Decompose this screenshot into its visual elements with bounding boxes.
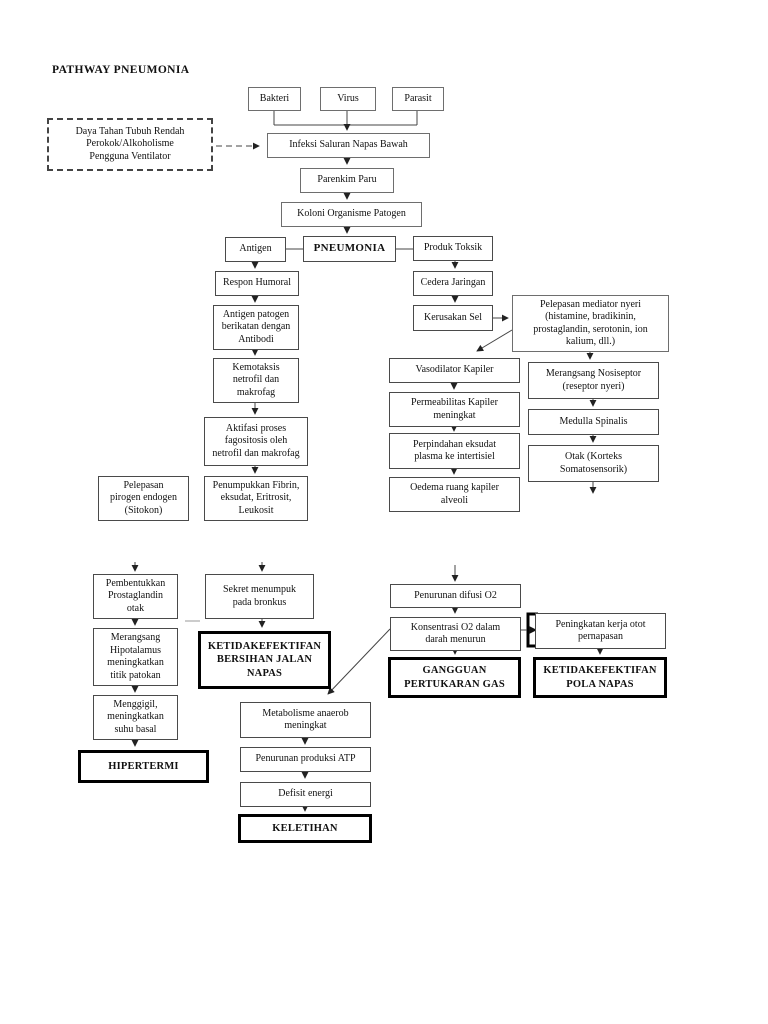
node-nosiseptor: Merangsang Nosiseptor (reseptor nyeri) bbox=[528, 362, 659, 399]
node-pneumonia: PNEUMONIA bbox=[303, 236, 396, 262]
node-diagnosis-keletihan: KELETIHAN bbox=[238, 814, 372, 843]
node-pelepasan-pirogen: Pelepasan pirogen endogen (Sitokon) bbox=[98, 476, 189, 521]
node-respon-humoral: Respon Humoral bbox=[215, 271, 299, 296]
node-metabolisme-anaerob: Metabolisme anaerob meningkat bbox=[240, 702, 371, 738]
node-bakteri: Bakteri bbox=[248, 87, 301, 111]
node-diagnosis-bersihan-jalan-napas: KETIDAKEFEKTIFAN BERSIHAN JALAN NAPAS bbox=[198, 631, 331, 689]
node-diagnosis-pola-napas: KETIDAKEFEKTIFAN POLA NAPAS bbox=[533, 657, 667, 698]
node-konsentrasi-o2: Konsentrasi O2 dalam darah menurun bbox=[390, 617, 521, 651]
node-infeksi-saluran-napas: Infeksi Saluran Napas Bawah bbox=[267, 133, 430, 158]
node-kemotaksis: Kemotaksis netrofil dan makrofag bbox=[213, 358, 299, 403]
node-antigen: Antigen bbox=[225, 237, 286, 262]
node-menggigil: Menggigil, meningkatkan suhu basal bbox=[93, 695, 178, 740]
node-perpindahan-eksudat: Perpindahan eksudat plasma ke intertisie… bbox=[389, 433, 520, 469]
node-medulla-spinalis: Medulla Spinalis bbox=[528, 409, 659, 435]
node-penurunan-atp: Penurunan produksi ATP bbox=[240, 747, 371, 772]
node-permeabilitas: Permeabilitas Kapiler meningkat bbox=[389, 392, 520, 427]
node-penurunan-difusi-o2: Penurunan difusi O2 bbox=[390, 584, 521, 608]
node-diagnosis-hipertermi: HIPERTERMI bbox=[78, 750, 209, 783]
node-peningkatan-kerja-otot: Peningkatan kerja otot pernapasan bbox=[535, 613, 666, 649]
node-aktifasi-fagositosis: Aktifasi proses fagositosis oleh netrofi… bbox=[204, 417, 308, 466]
node-risk-factors: Daya Tahan Tubuh Rendah Perokok/Alkoholi… bbox=[47, 118, 213, 171]
page-title: PATHWAY PNEUMONIA bbox=[52, 64, 190, 76]
node-otak-korteks: Otak (Korteks Somatosensorik) bbox=[528, 445, 659, 482]
node-virus: Virus bbox=[320, 87, 376, 111]
node-merangsang-hipotalamus: Merangsang Hipotalamus meningkatkan titi… bbox=[93, 628, 178, 686]
node-cedera-jaringan: Cedera Jaringan bbox=[413, 271, 493, 296]
node-antigen-patogen: Antigen patogen berikatan dengan Antibod… bbox=[213, 305, 299, 350]
node-pembentukkan-prostaglandin: Pembentukkan Prostaglandin otak bbox=[93, 574, 178, 619]
node-penumpukkan-fibrin: Penumpukkan Fibrin, eksudat, Eritrosit, … bbox=[204, 476, 308, 521]
node-defisit-energi: Defisit energi bbox=[240, 782, 371, 807]
node-koloni-organisme: Koloni Organisme Patogen bbox=[281, 202, 422, 227]
node-mediator-nyeri: Pelepasan mediator nyeri (histamine, bra… bbox=[512, 295, 669, 352]
node-oedema-alveoli: Oedema ruang kapiler alveoli bbox=[389, 477, 520, 512]
node-sekret-menumpuk: Sekret menumpuk pada bronkus bbox=[205, 574, 314, 619]
node-kerusakan-sel: Kerusakan Sel bbox=[413, 305, 493, 331]
node-diagnosis-gangguan-pertukaran-gas: GANGGUAN PERTUKARAN GAS bbox=[388, 657, 521, 698]
node-parasit: Parasit bbox=[392, 87, 444, 111]
node-parenkim-paru: Parenkim Paru bbox=[300, 168, 394, 193]
node-produk-toksik: Produk Toksik bbox=[413, 236, 493, 261]
node-vasodilator: Vasodilator Kapiler bbox=[389, 358, 520, 383]
